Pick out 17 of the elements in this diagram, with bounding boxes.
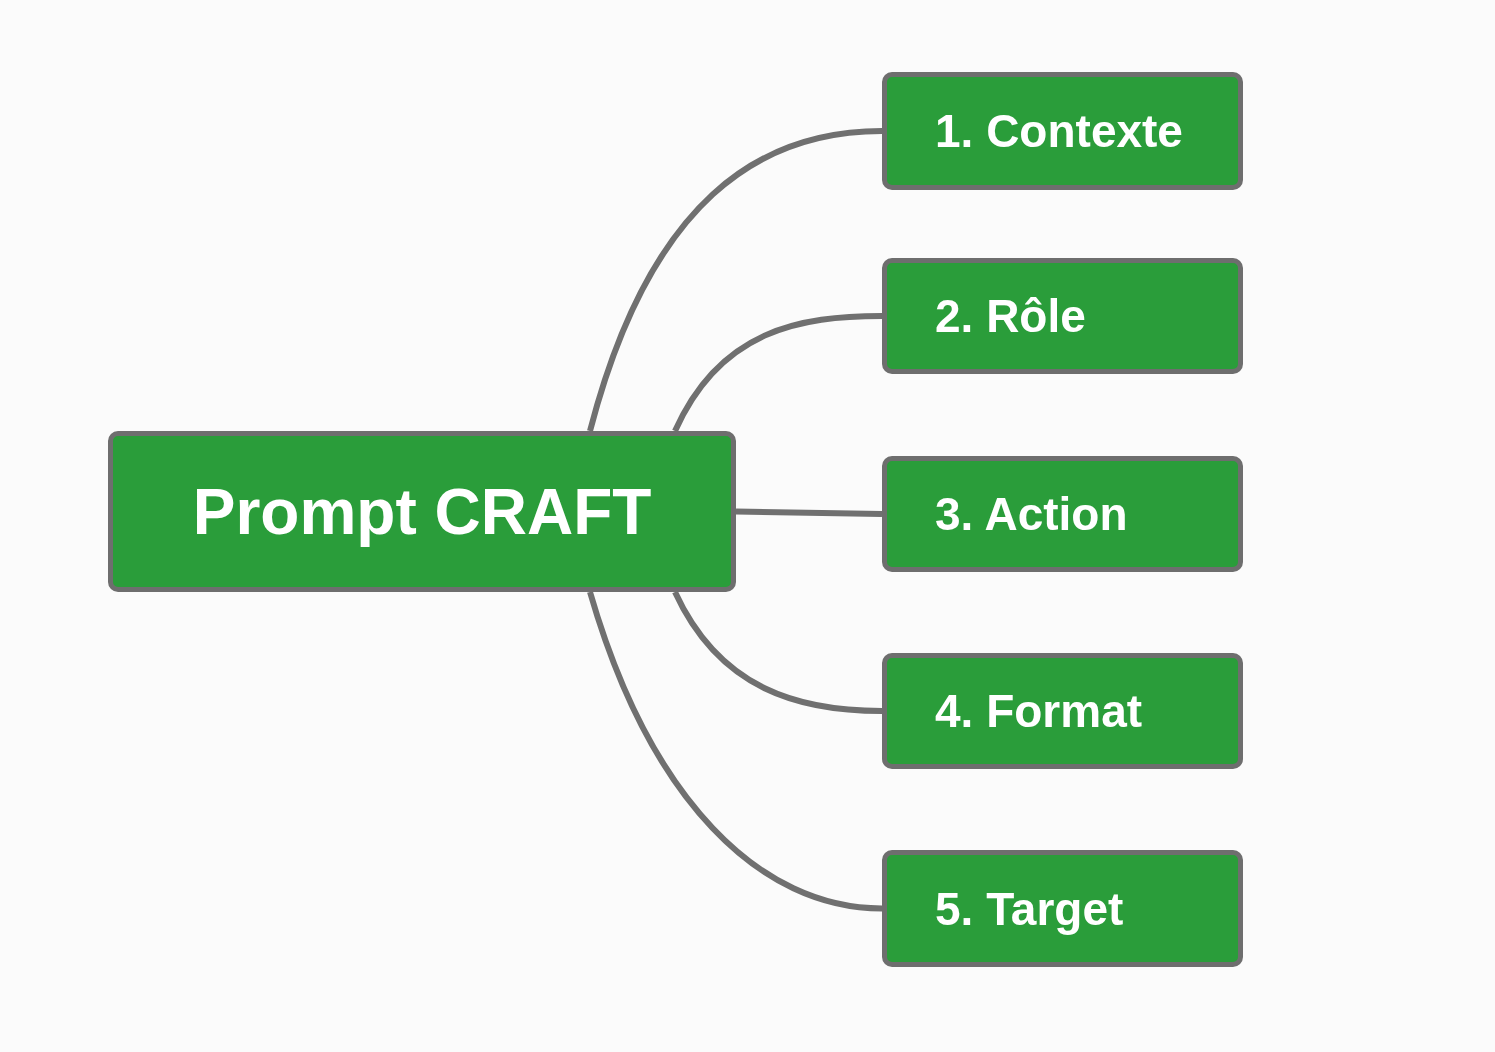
connector-line <box>735 508 883 517</box>
connector-line <box>587 591 883 912</box>
branch-node-box <box>882 653 1243 769</box>
connector-line <box>672 313 883 433</box>
node-label: 5. Target <box>935 881 1124 936</box>
node-label: 4. Format <box>935 684 1143 738</box>
node-label: 1. Contexte <box>935 104 1183 158</box>
central-node-box <box>108 431 736 592</box>
branch-node-box <box>882 72 1243 190</box>
node-label: Prompt CRAFT <box>192 474 652 549</box>
connector-line <box>672 590 883 714</box>
branch-node-box <box>882 456 1243 572</box>
node-label: 2. Rôle <box>935 289 1086 343</box>
connector-line <box>587 128 883 432</box>
branch-node-box <box>882 850 1243 967</box>
branch-node-box <box>882 258 1243 374</box>
node-label: 3. Action <box>935 487 1128 541</box>
